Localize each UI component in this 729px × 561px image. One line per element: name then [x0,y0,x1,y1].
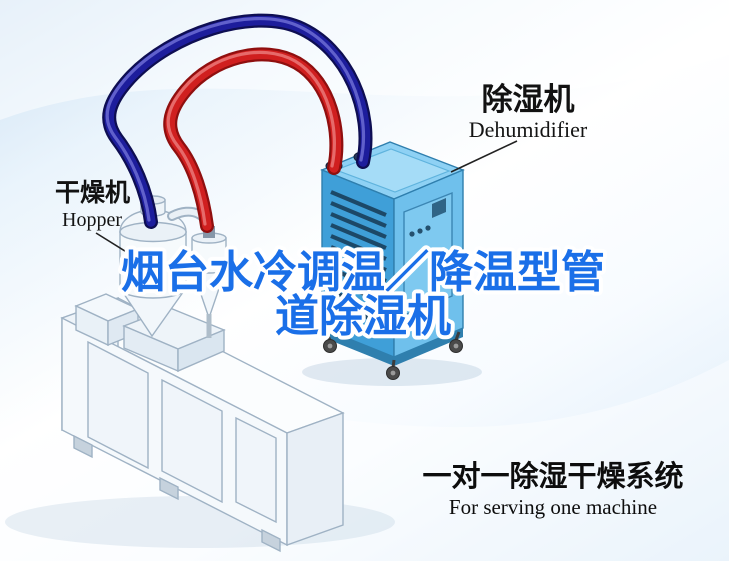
hot-pipe [163,47,344,233]
page-title-line2: 道除湿机 [275,292,451,341]
system-label-cn: 一对一除湿干燥系统 [422,459,683,493]
dehumidifier-label-en: Dehumidifier [469,117,588,142]
vent-grille [330,190,387,327]
cold-pipe [102,13,373,229]
system-label-en: For serving one machine [449,495,657,519]
dehumidifier-label-cn: 除湿机 [482,82,575,117]
hopper-label-en: Hopper [62,209,122,231]
leader-line-dehumidifier [450,140,518,173]
page-title-line1: 烟台水冷调温／降温型管 [121,248,605,297]
caster-wheels [323,331,463,380]
leader-line-hopper [95,232,142,262]
hopper-label-cn: 干燥机 [55,179,130,207]
